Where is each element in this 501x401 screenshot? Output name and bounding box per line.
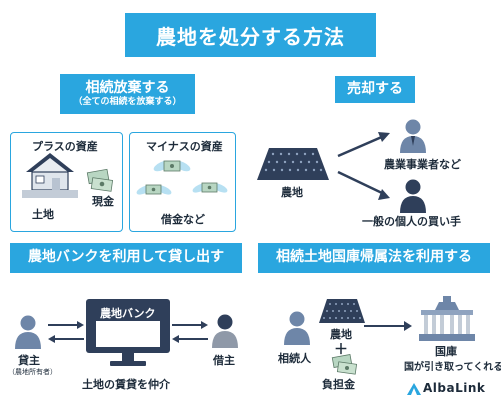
- minus-assets-card: [129, 132, 236, 232]
- arrow-icon: [172, 319, 208, 345]
- minus-assets-title: マイナスの資産: [146, 140, 223, 153]
- person-icon: [283, 310, 311, 346]
- treasury-label: 国庫: [435, 345, 457, 358]
- borrower-label: 借主: [213, 354, 235, 367]
- monitor-icon: [86, 299, 170, 367]
- buyer-bottom-label: 一般の個人の買い手: [362, 215, 461, 228]
- person-icon: [211, 313, 239, 349]
- heir-label: 相続人: [278, 352, 311, 365]
- person-icon: [399, 118, 427, 154]
- lender-label: 貸主: [18, 354, 40, 367]
- sell-farmland-label: 農地: [281, 186, 303, 199]
- logo-icon: [407, 383, 421, 395]
- section-sell-title: 売却する: [335, 76, 415, 103]
- debt-label: 借金など: [161, 213, 205, 226]
- person-icon: [14, 314, 42, 350]
- government-building-icon: [419, 296, 475, 342]
- section-abandon-header: 相続放棄する （全ての相続を放棄する）: [60, 74, 195, 114]
- logo: AlbaLink: [423, 381, 486, 395]
- section-abandon-subtitle: （全ての相続を放棄する）: [73, 97, 182, 108]
- farmland-icon: [319, 299, 365, 323]
- national-farmland-label: 農地: [330, 328, 352, 341]
- plus-assets-title: プラスの資産: [32, 140, 98, 153]
- arrow-icon: [364, 320, 412, 332]
- arrow-icon: [336, 128, 394, 206]
- section-abandon-title: 相続放棄する: [85, 79, 170, 96]
- burden-label: 負担金: [322, 378, 355, 391]
- lender-note: （農地所有者）: [8, 368, 57, 376]
- plus-sign: ＋: [334, 342, 348, 358]
- land-label: 土地: [32, 208, 54, 221]
- person-icon: [399, 178, 427, 214]
- section-bank-title: 農地バンクを利用して貸し出す: [10, 243, 242, 273]
- cash-icon: [331, 354, 359, 375]
- bank-caption: 土地の賃貸を仲介: [82, 378, 170, 391]
- buyer-top-label: 農業事業者など: [384, 158, 461, 171]
- section-national-title: 相続土地国庫帰属法を利用する: [258, 243, 490, 273]
- arrow-icon: [48, 319, 84, 345]
- bank-screen-label: 農地バンク: [100, 307, 156, 320]
- treasury-note: 国が引き取ってくれる: [404, 362, 501, 373]
- farmland-icon: [257, 148, 329, 180]
- flying-money-icon: [136, 152, 232, 206]
- cash-icon: [84, 168, 114, 192]
- page-title: 農地を処分する方法: [125, 13, 376, 57]
- house-icon: [22, 150, 78, 200]
- cash-label: 現金: [92, 195, 114, 208]
